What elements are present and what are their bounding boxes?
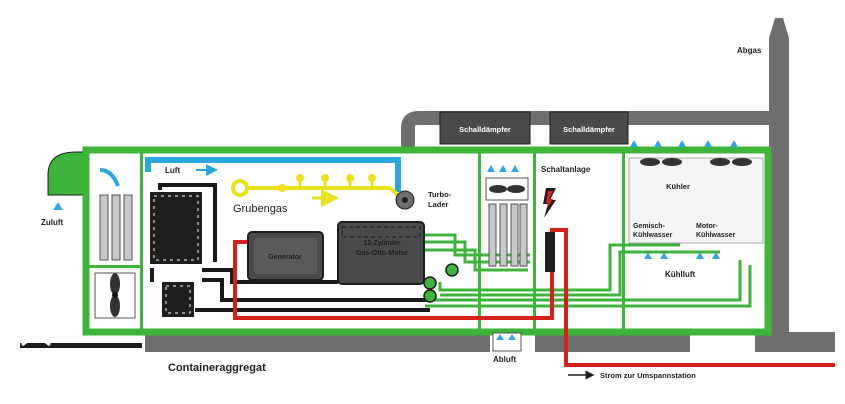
foundation-3 <box>755 332 835 352</box>
silencer-1-label: Schalldämpfer <box>459 125 511 134</box>
kuehlluft-arrows-icon <box>644 252 720 259</box>
intake-air-arrow-icon <box>99 168 120 187</box>
silencer-1 <box>439 111 531 145</box>
divider-4 <box>622 150 625 332</box>
turbo-label-1: Turbo- <box>428 190 452 199</box>
air-intake-hood <box>47 151 87 196</box>
fan-icon <box>94 272 136 319</box>
air-duct <box>145 157 401 192</box>
engine-label-1: 12-Zylinder <box>363 240 401 247</box>
turbo-label-2: Lader <box>428 200 449 209</box>
intake-louvers <box>99 194 133 261</box>
divider-2 <box>478 150 481 332</box>
motor-label-1: Motor- <box>696 223 718 230</box>
foundation-2 <box>535 332 690 352</box>
motor-label-2: Kühlwasser <box>696 232 736 239</box>
zuluft-arrow-icon <box>53 202 63 210</box>
abgas-label: Abgas <box>737 46 762 55</box>
kuehler-label: Kühler <box>666 182 690 191</box>
cooler-panel <box>628 157 764 244</box>
containeraggregat-label: Containeraggregat <box>168 362 266 374</box>
silencer-2 <box>549 111 629 145</box>
silencer-2-label: Schalldämpfer <box>563 125 615 134</box>
base-left <box>20 343 142 348</box>
kuehlluft-top-arrows-icon <box>630 140 738 147</box>
abluft-arrows-icon <box>492 332 522 352</box>
power-line <box>233 228 835 367</box>
divider-5 <box>88 265 140 268</box>
exhaust-louvers <box>485 165 529 267</box>
pump-icon-3 <box>423 289 437 303</box>
divider-3 <box>533 150 536 332</box>
switchgear-cabinet <box>545 232 555 272</box>
abluft-label: Abluft <box>493 355 516 364</box>
luft-label: Luft <box>165 166 180 175</box>
turbocharger <box>395 190 415 210</box>
schaltanlage-label: Schaltanlage <box>541 165 591 174</box>
cooling-tank <box>150 192 202 264</box>
grubengas-label: Grubengas <box>233 203 288 215</box>
lightning-icon <box>543 188 556 218</box>
cooling-tank-small <box>162 282 194 317</box>
engine-label-2: Gas-Otto-Motor <box>356 250 408 257</box>
zuluft-label: Zuluft <box>41 218 64 227</box>
green-coolant-pipes <box>425 233 752 308</box>
gas-line <box>231 174 400 197</box>
divider-1 <box>140 150 143 332</box>
generator-label: Generator <box>268 254 302 261</box>
gas-engine <box>337 221 425 285</box>
pump-icon <box>445 263 459 277</box>
strom-label: Strom zur Umspannstation <box>600 371 696 380</box>
cooler-fan-icons <box>640 158 752 166</box>
kuehlluft-label: Kühlluft <box>665 270 696 279</box>
base-hook <box>21 337 51 347</box>
foundation-1 <box>145 332 490 352</box>
gemisch-label-2: Kühlwasser <box>633 232 673 239</box>
gemisch-label-1: Gemisch- <box>633 223 666 230</box>
exhaust-stack <box>401 18 789 338</box>
generator <box>247 231 324 281</box>
pump-icon-2 <box>423 276 437 290</box>
